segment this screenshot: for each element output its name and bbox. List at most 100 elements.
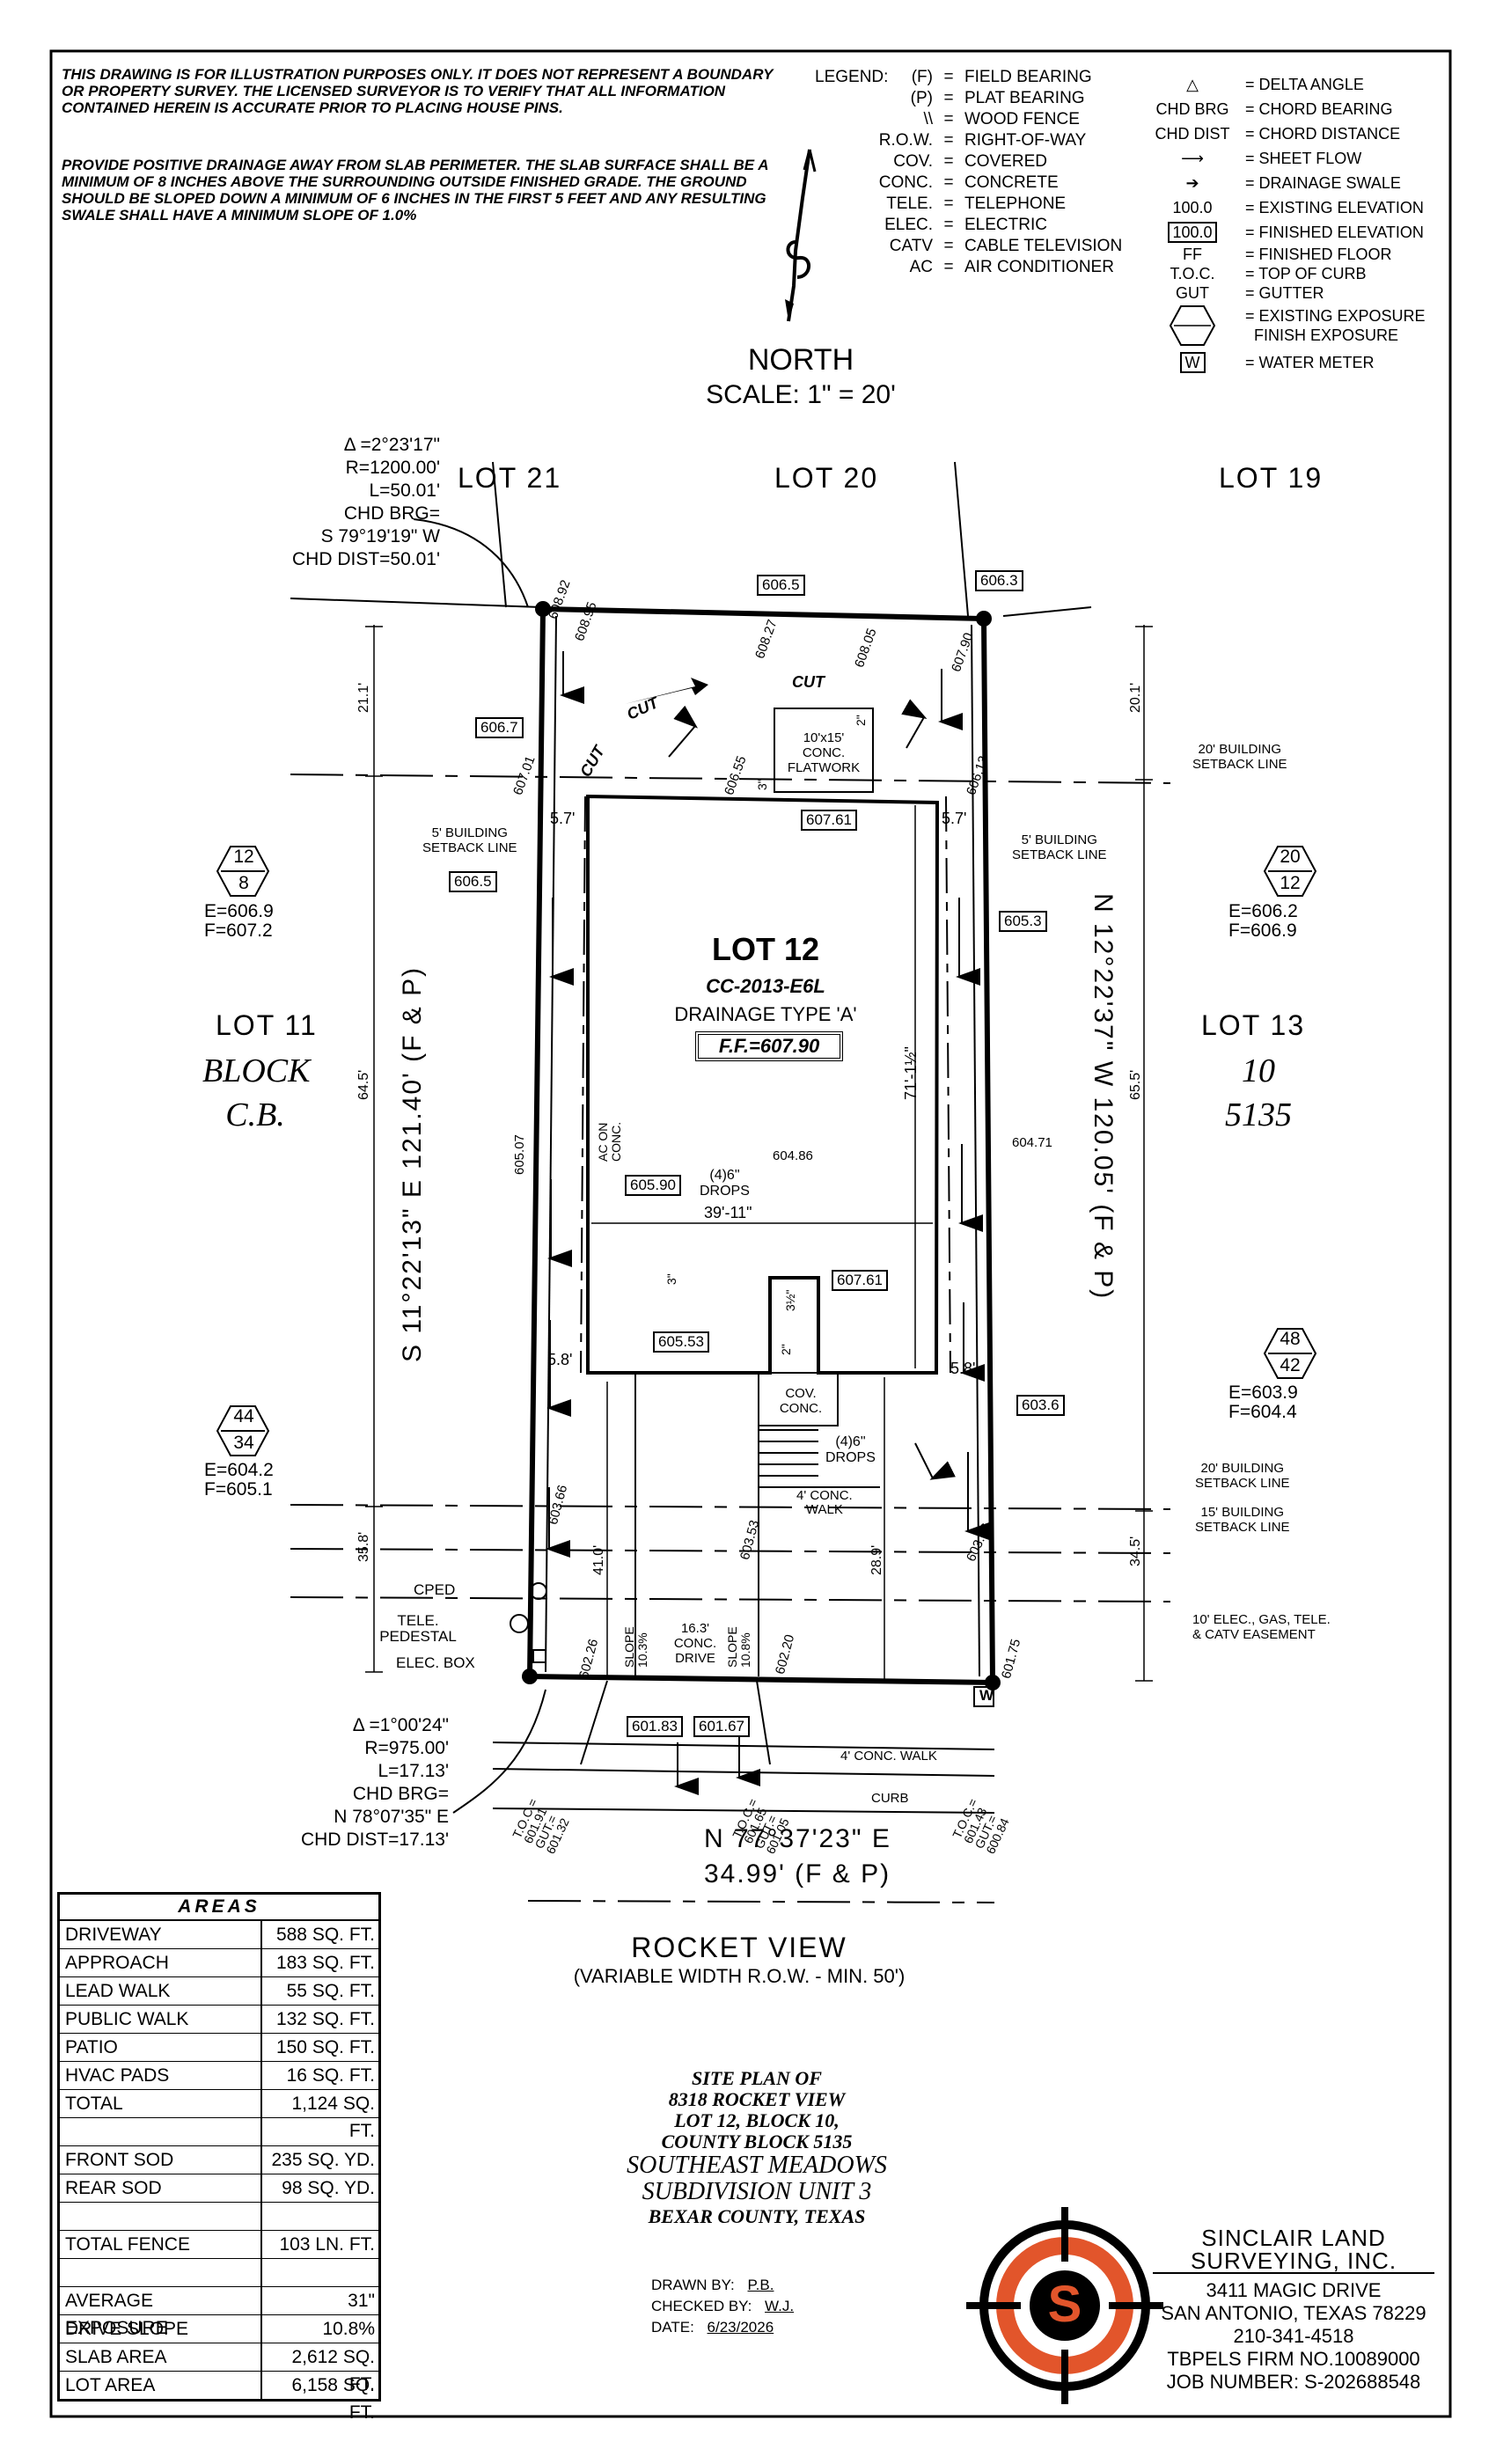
existing-elevation: 601.83	[627, 1716, 683, 1737]
dim-porch-length: 28.9'	[869, 1544, 884, 1575]
curb-label: CURB	[871, 1791, 909, 1806]
public-walk-line	[492, 1742, 995, 1750]
areas-title: AREAS	[60, 1895, 378, 1921]
cut-label: CUT	[792, 673, 825, 691]
exposure-top: 20	[1280, 847, 1301, 867]
flatwork-label: 10'x15'CONC.FLATWORK	[787, 730, 861, 775]
sheet-flow-icon: ⟶	[1181, 150, 1204, 167]
exposure-bottom: 34	[233, 1433, 254, 1453]
cped-label: CPED	[414, 1581, 456, 1598]
covered-porch-label: COV.CONC.	[779, 1386, 823, 1416]
drainage-swale-left	[546, 898, 574, 1558]
dim-step: 3"	[755, 779, 769, 790]
public-walk-line	[492, 1768, 995, 1777]
lot-line-21-20	[492, 461, 507, 608]
existing-elevation: 605.3	[999, 911, 1047, 932]
street-row-note: (VARIABLE WIDTH R.O.W. - MIN. 50')	[573, 1965, 906, 1987]
existing-elevation: 606.5	[449, 871, 497, 892]
legend-item: \\=WOOD FENCE	[923, 110, 1080, 128]
legend-item: CHD DIST = CHORD DISTANCE	[1155, 125, 1401, 143]
driveway-label: 16.3'CONC.DRIVE	[673, 1621, 717, 1666]
south-distance: 34.99' (F & P)	[704, 1859, 891, 1888]
table-row	[60, 2118, 378, 2146]
table-row	[60, 2259, 378, 2287]
lot-13-label: LOT 13	[1201, 1009, 1306, 1041]
exposure-hexagons	[216, 846, 1317, 1456]
county-block-label: 5135	[1225, 1096, 1292, 1133]
existing-elevation: 605.90	[625, 1175, 681, 1196]
dim-step: 3½"	[783, 1289, 797, 1311]
legend-item: △ = DELTA ANGLE	[1186, 76, 1364, 93]
exposure-bottom: 12	[1280, 873, 1301, 893]
front-setback-15	[290, 1548, 1171, 1554]
elec-box-symbol	[532, 1649, 546, 1663]
legend-item: 100.0 = EXISTING ELEVATION	[1172, 199, 1424, 216]
existing-elevation: 605.53	[653, 1331, 709, 1353]
dim-side-setback: 5.8'	[950, 1360, 976, 1377]
dim-step: 2"	[854, 715, 868, 726]
dim-step: 3"	[664, 1273, 678, 1285]
legend-item: GUT = GUTTER	[1176, 284, 1324, 302]
plan-number: CC-2013-E6L	[706, 975, 825, 997]
south-bearing: N 77°37'23" E	[704, 1824, 891, 1853]
lot-line-rear-extension	[1002, 606, 1092, 617]
dim-drive-length: 41.0'	[591, 1544, 606, 1575]
dim-rear-left: 21.1'	[356, 682, 371, 713]
lot-12-title: LOT 12	[711, 931, 820, 967]
scale-label: SCALE: 1" = 20'	[706, 380, 896, 409]
block-label: BLOCK	[202, 1052, 311, 1089]
property-corner	[976, 611, 992, 627]
curve-leader-top	[413, 518, 529, 608]
drainage-swale-icon: ➔	[1185, 174, 1199, 192]
street-name: ROCKET VIEW	[631, 1932, 847, 1963]
curve-leader-bottom	[452, 1689, 546, 1814]
existing-elevation: 603.6	[1016, 1395, 1065, 1416]
exposure-top: 44	[233, 1406, 254, 1426]
public-walk-label: 4' CONC. WALK	[840, 1749, 937, 1764]
legend-item: TELE.=TELEPHONE	[886, 194, 1067, 213]
block-number-label: 10	[1242, 1052, 1275, 1089]
dim-front-right: 34.5'	[1128, 1536, 1143, 1566]
lot-line-20-19	[954, 461, 969, 617]
lot-20-label: LOT 20	[774, 462, 879, 494]
lot-11-label: LOT 11	[216, 1009, 318, 1041]
gutter-drops-label: (4)6"DROPS	[825, 1434, 876, 1465]
legend-item: (F)=FIELD BEARING	[911, 68, 1092, 86]
easement-label: 10' ELEC., GAS, TELE.& CATV EASEMENT	[1192, 1612, 1331, 1642]
disclaimer-note: THIS DRAWING IS FOR ILLUSTRATION PURPOSE…	[62, 66, 774, 116]
street-centerline	[527, 1900, 995, 1903]
existing-elevation: 606.7	[475, 717, 524, 738]
legend-item: ELEC.=ELECTRIC	[884, 216, 1047, 234]
fence-line-left	[545, 615, 557, 1673]
existing-elevation: 607.61	[801, 810, 857, 831]
drafting-info: DRAWN BY: P.B. CHECKED BY: W.J. DATE: 6/…	[651, 2277, 795, 2336]
legend-item: = EXISTING EXPOSURE FINISH EXPOSURE	[1144, 305, 1426, 346]
legend-item: AC=AIR CONDITIONER	[909, 258, 1114, 276]
west-bearing: S 11°22'13" E 121.40' (F & P)	[398, 965, 427, 1362]
title-block: SITE PLAN OF 8318 ROCKET VIEW LOT 12, BL…	[627, 2067, 887, 2228]
exposure-bottom: 8	[238, 873, 249, 893]
exposure-bottom: 42	[1280, 1355, 1301, 1375]
lot-19-label: LOT 19	[1219, 462, 1324, 494]
lead-walk-steps	[759, 1429, 818, 1477]
tele-pedestal-symbol	[510, 1614, 529, 1633]
gutter-drops-label: (4)6"DROPS	[700, 1168, 750, 1199]
dim-front-left: 35.8'	[356, 1531, 371, 1562]
north-arrow-icon	[785, 149, 817, 322]
legend-item: CONC.=CONCRETE	[878, 173, 1059, 192]
